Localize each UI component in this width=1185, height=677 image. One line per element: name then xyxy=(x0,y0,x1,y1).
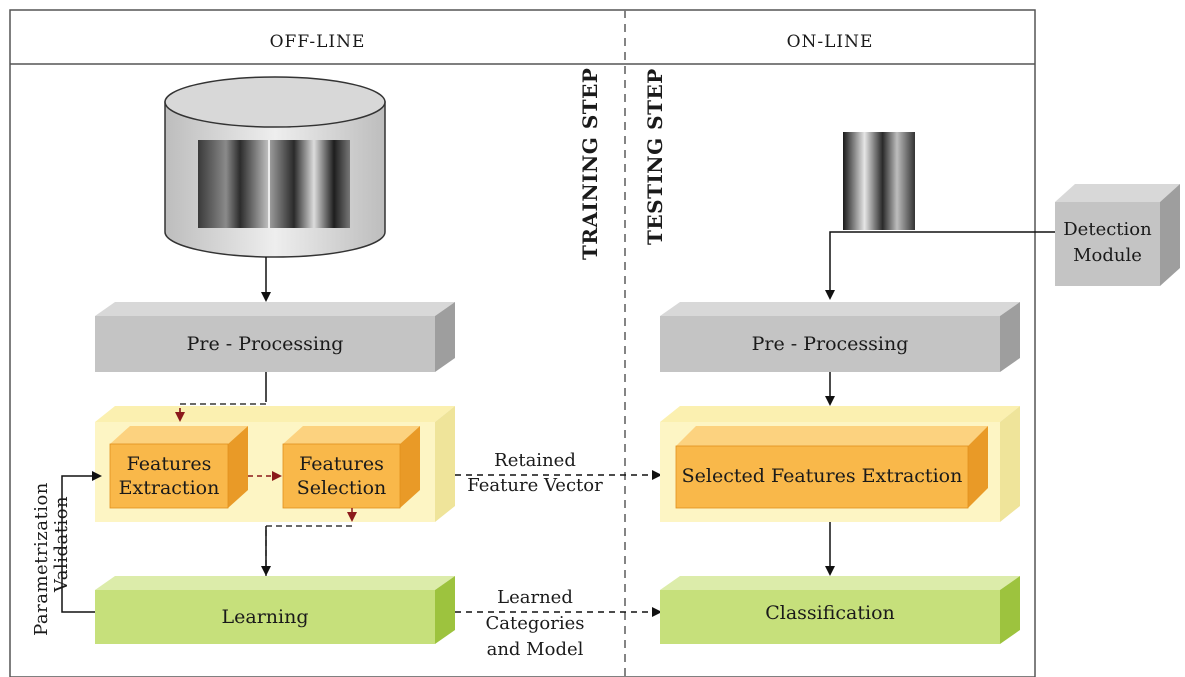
features-selection-label-1: Features xyxy=(299,453,384,475)
features-extraction-label-2: Extraction xyxy=(118,477,220,499)
features-extraction-label-1: Features xyxy=(126,453,212,475)
selected-features-extraction-label: Selected Features Extraction xyxy=(681,465,963,487)
features-selection-box xyxy=(282,426,420,509)
features-extraction-box xyxy=(109,426,248,509)
offline-preprocessing-label: Pre - Processing xyxy=(186,333,344,355)
detection-module-label-2: Module xyxy=(1073,245,1142,266)
learning-box xyxy=(95,576,455,644)
learned-label-3: and Model xyxy=(486,639,584,660)
pedestrian-image-2 xyxy=(270,140,350,228)
learned-label-1: Learned xyxy=(497,587,573,608)
pedestrian-test-image xyxy=(843,132,915,230)
dashed-bottom-link xyxy=(265,525,352,578)
testing-step-label: TESTING STEP xyxy=(643,68,667,245)
detection-module-box xyxy=(1055,184,1180,286)
features-selection-label-2: Selection xyxy=(296,477,387,499)
training-step-label: TRAINING STEP xyxy=(578,67,602,260)
learned-label-2: Categories xyxy=(485,613,585,634)
retained-label-1: Retained xyxy=(494,450,576,471)
pedestrian-image-1 xyxy=(198,140,268,228)
online-preprocessing-label: Pre - Processing xyxy=(751,333,909,355)
selected-features-extraction-box xyxy=(675,426,988,509)
header-offline: OFF-LINE xyxy=(269,32,366,52)
retained-label-2: Feature Vector xyxy=(467,475,603,496)
detection-module-label-1: Detection xyxy=(1063,219,1152,240)
online-preprocessing-box xyxy=(660,302,1020,372)
offline-preprocessing-box xyxy=(95,302,455,372)
outer-frame xyxy=(9,9,1036,677)
header-online: ON-LINE xyxy=(786,32,874,52)
arrow-detection-to-preprocessing xyxy=(825,231,1055,300)
feedback-loop-arrow xyxy=(61,471,102,613)
classification-label: Classification xyxy=(765,602,895,624)
learning-label: Learning xyxy=(221,606,309,628)
validation-label: Validation xyxy=(51,495,72,593)
classification-box xyxy=(660,576,1020,644)
